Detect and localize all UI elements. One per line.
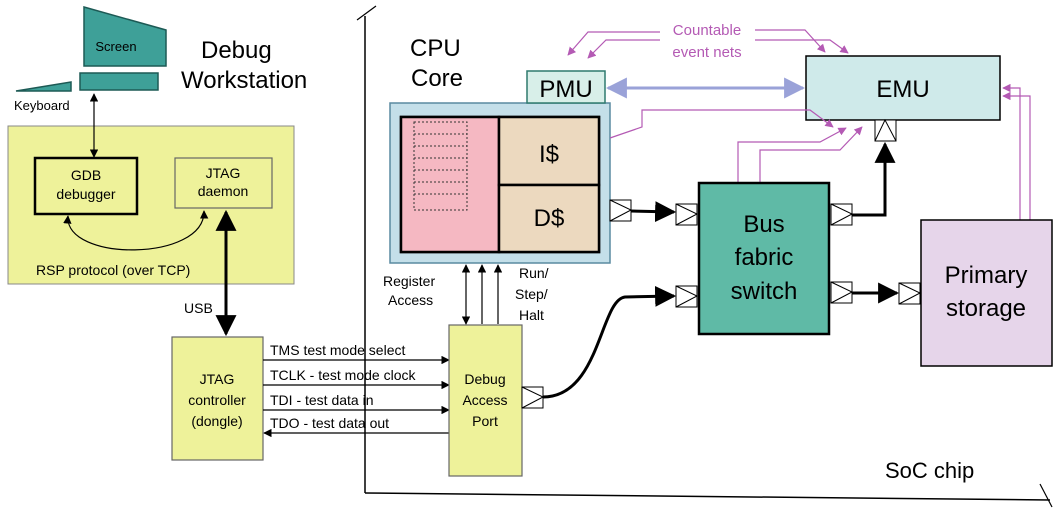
register-file-icon [413, 121, 468, 211]
storage-line2: storage [946, 295, 1026, 322]
cpu-to-bus-link [630, 201, 677, 223]
storage-in-port [898, 282, 921, 305]
bus-line1: Bus [743, 211, 784, 238]
gdb-debugger-box [33, 156, 139, 216]
keyboard-label: Keyboard [14, 98, 70, 113]
run-step-line3: Halt [519, 307, 544, 323]
pmu-label: PMU [539, 76, 592, 103]
bus-in-port-top [675, 203, 698, 226]
event-net-arrows [567, 29, 1031, 220]
screen-icon: Screen [83, 6, 167, 67]
bus-fabric-switch-box [697, 181, 831, 336]
tdo-label: TDO - test data out [270, 415, 389, 431]
primary-storage-box [920, 219, 1053, 367]
icache-box [497, 115, 601, 187]
dap-line1: Debug [464, 371, 505, 387]
bus-in-port-bottom [675, 285, 698, 308]
emu-port [874, 119, 897, 142]
dap-to-bus-link [542, 285, 677, 399]
soc-boundary-top-mark [356, 5, 377, 21]
bus-out-port-bottom [830, 281, 853, 304]
reg-access-line1: Register [383, 273, 435, 289]
dongle-line2: controller [188, 392, 246, 408]
emu-box [805, 55, 1001, 121]
rsp-connector [63, 210, 209, 251]
workstation-title-line2: Workstation [181, 67, 307, 94]
bus-out-port-top [830, 203, 853, 226]
workstation-title-line1: Debug [201, 37, 272, 64]
bus-line3: switch [731, 278, 798, 305]
icache-label: I$ [539, 141, 559, 168]
bus-line2: fabric [735, 244, 794, 271]
soc-label: SoC chip [885, 458, 974, 483]
emu-port-chevron [874, 118, 897, 142]
soc-boundary-horizontal [364, 492, 1051, 501]
countable-line2: event nets [672, 44, 741, 61]
soc-boundary-end-mark [1039, 483, 1053, 508]
run-step-line1: Run/ [519, 265, 549, 281]
screen-label: Screen [95, 39, 136, 54]
storage-in-port-chevron [898, 282, 922, 305]
cpu-port-chevron [609, 199, 633, 222]
usb-label: USB [184, 300, 213, 316]
tdi-label: TDI - test data in [270, 392, 373, 408]
dongle-line1: JTAG [200, 371, 235, 387]
jtag-controller-box [171, 336, 264, 461]
bus-to-emu-link [852, 141, 896, 217]
computer-base-icon [79, 72, 159, 91]
pmu-box [526, 70, 606, 104]
dcache-label: D$ [534, 205, 565, 232]
bus-in-port-bottom-chevron [675, 285, 699, 308]
dcache-box [497, 183, 601, 254]
run-step-line2: Step/ [515, 286, 548, 302]
bus-in-port-top-chevron [675, 203, 699, 226]
cpu-title-line2: Core [411, 65, 463, 92]
storage-line1: Primary [945, 262, 1028, 289]
countable-line1: Countable [673, 22, 741, 39]
jtag-daemon-box [174, 157, 273, 209]
dap-port [521, 386, 544, 409]
dap-line2: Access [462, 392, 507, 408]
register-file-area [399, 115, 501, 254]
gdb-line1: GDB [71, 167, 101, 183]
cpu-title-line1: CPU [410, 35, 461, 62]
keyboard-icon [15, 81, 72, 92]
gdb-line2: debugger [56, 186, 116, 202]
jtag-daemon-line1: JTAG [206, 165, 241, 181]
jtag-daemon-line2: daemon [198, 183, 249, 199]
tms-label: TMS test mode select [270, 342, 405, 358]
reg-access-line2: Access [388, 292, 433, 308]
dongle-line3: (dongle) [191, 413, 242, 429]
cpu-port [609, 199, 632, 222]
emu-label: EMU [876, 76, 929, 103]
tclk-label: TCLK - test mode clock [270, 367, 416, 383]
dap-line3: Port [472, 413, 498, 429]
rsp-label: RSP protocol (over TCP) [36, 262, 190, 278]
